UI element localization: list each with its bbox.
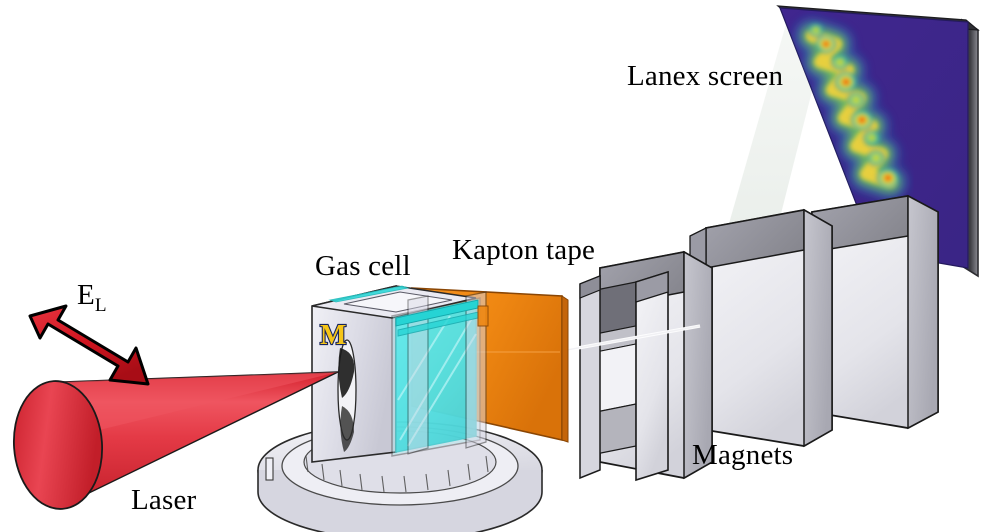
magnet-1 — [579, 250, 713, 482]
magnet-3 — [811, 194, 939, 430]
laser-cone — [12, 371, 339, 510]
svg-text:M: M — [320, 320, 346, 351]
label-kapton-tape: Kapton tape — [452, 234, 596, 266]
polarization-double-arrow — [28, 304, 150, 386]
label-laser: Laser — [131, 484, 197, 516]
michigan-m-logo: M — [319, 319, 348, 352]
label-lanex-screen: Lanex screen — [627, 60, 784, 92]
label-laser-efield: EL — [77, 281, 107, 315]
lanex-beam-signal — [795, 19, 907, 199]
label-gas-cell: Gas cell — [315, 250, 411, 282]
efield-symbol: E — [77, 279, 95, 311]
efield-subscript: L — [94, 294, 107, 316]
magnet-2 — [689, 208, 833, 448]
label-magnets: Magnets — [692, 439, 794, 471]
gas-cell: M — [257, 284, 543, 532]
